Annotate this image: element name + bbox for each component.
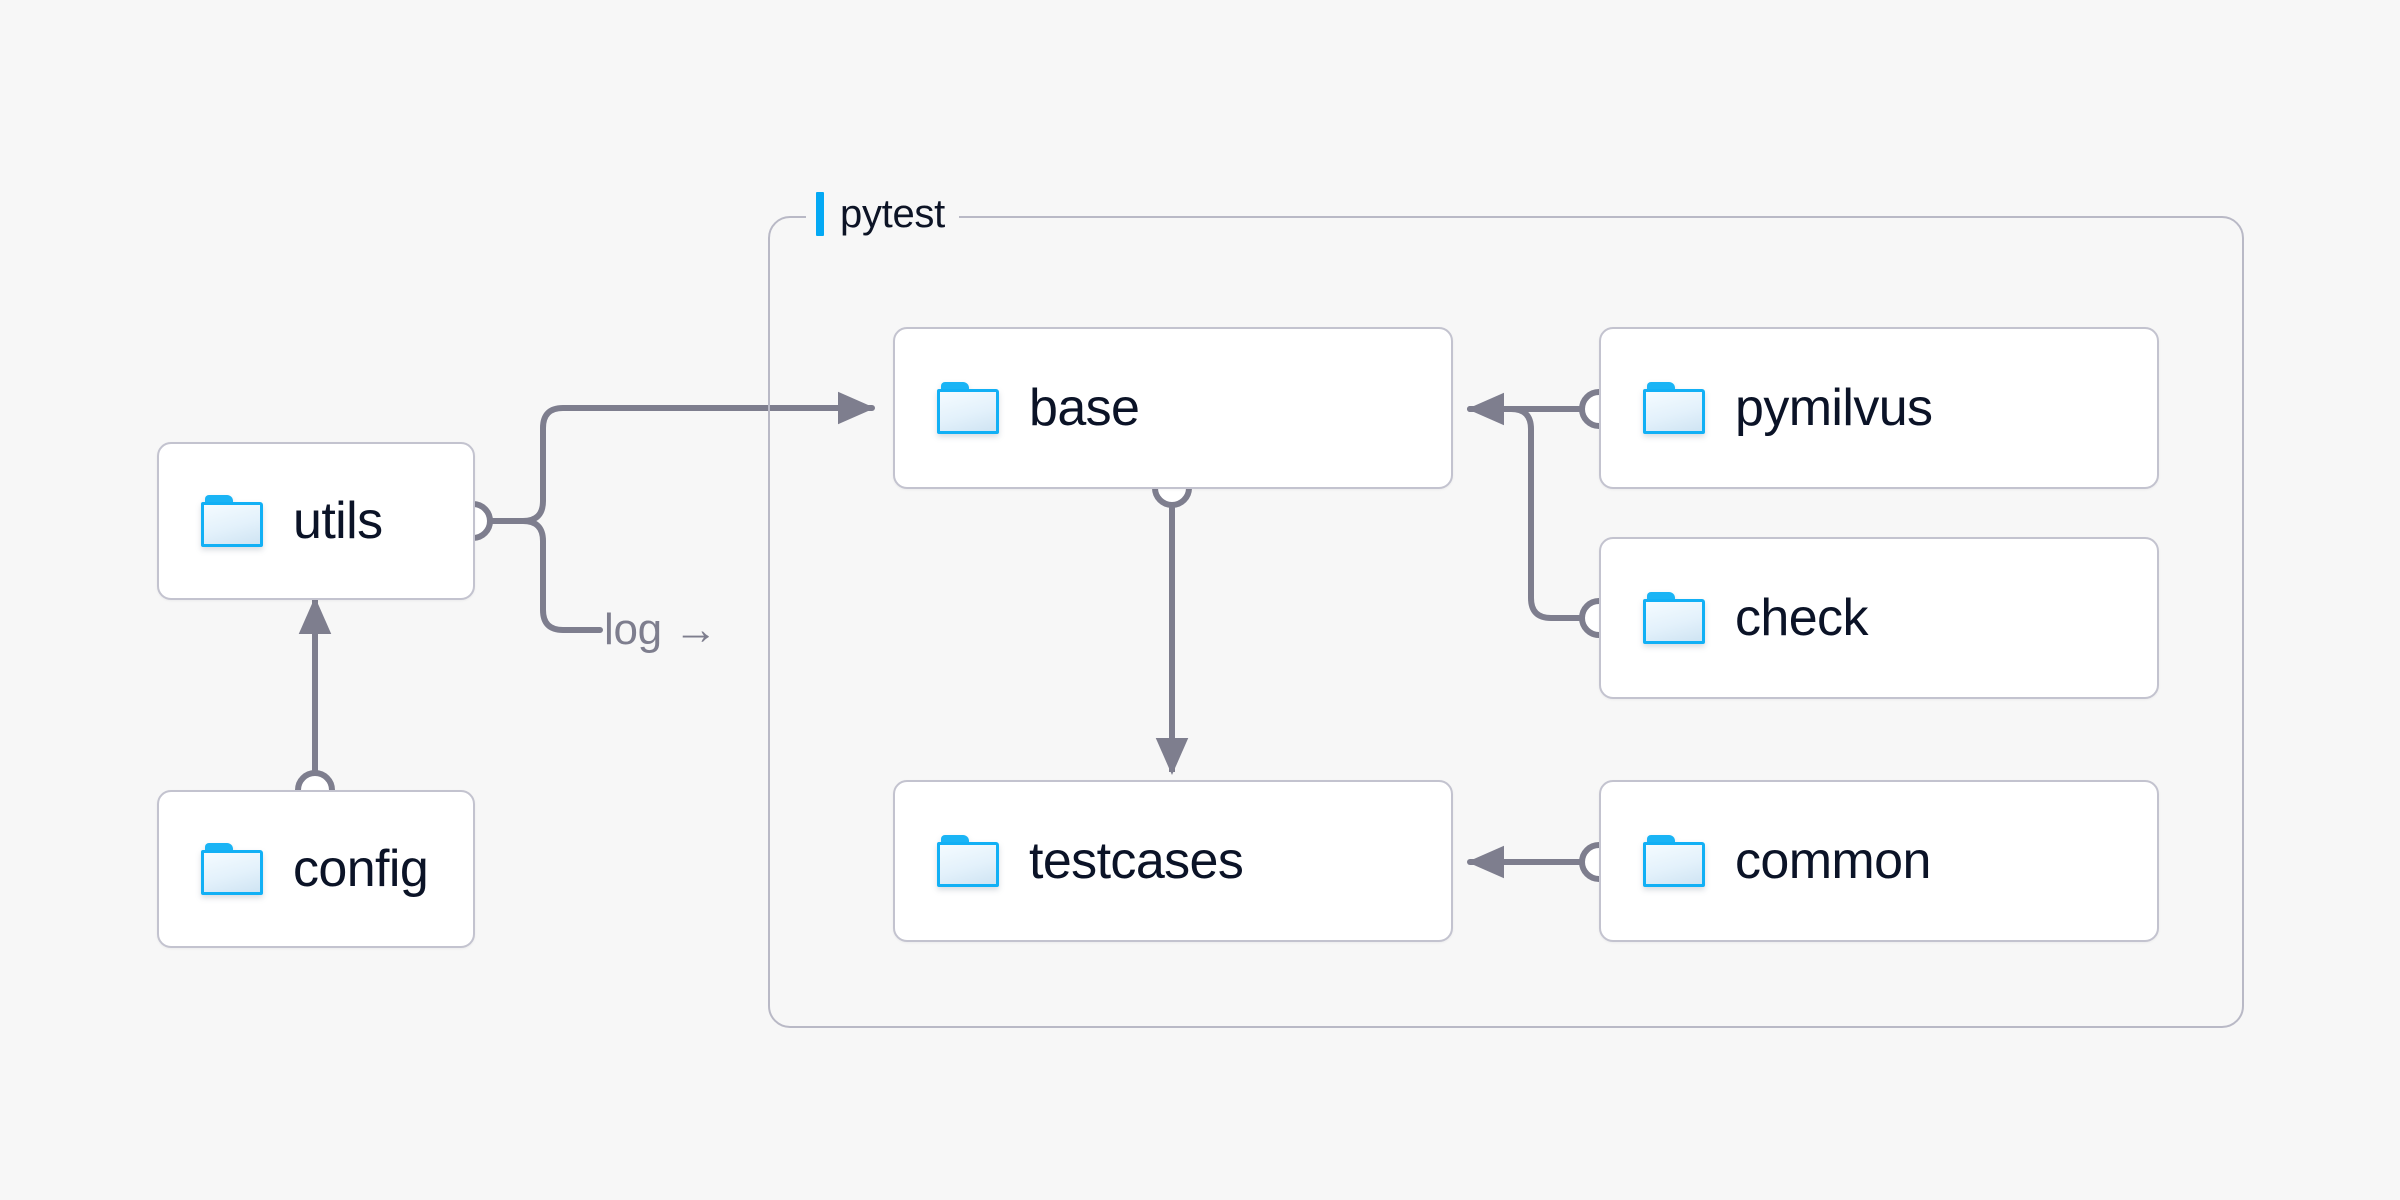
node-base-label: base [1029,379,1140,437]
node-check-label: check [1735,589,1868,647]
node-config[interactable]: config [157,790,475,948]
folder-icon [1643,835,1705,887]
node-testcases[interactable]: testcases [893,780,1453,942]
node-pymilvus-label: pymilvus [1735,379,1933,437]
node-check[interactable]: check [1599,537,2159,699]
node-common[interactable]: common [1599,780,2159,942]
group-pytest[interactable] [768,216,2244,1028]
edge-config-utils [295,597,335,810]
node-base[interactable]: base [893,327,1453,489]
folder-icon [937,835,999,887]
edge-label-log: log → [604,605,718,654]
node-pymilvus[interactable]: pymilvus [1599,327,2159,489]
node-utils-label: utils [293,492,383,550]
group-pytest-label: pytest [806,192,959,236]
folder-icon [937,382,999,434]
node-utils[interactable]: utils [157,442,475,600]
node-config-label: config [293,840,429,898]
folder-icon [201,495,263,547]
folder-icon [1643,382,1705,434]
node-testcases-label: testcases [1029,832,1244,890]
folder-icon [1643,592,1705,644]
edge-utils-log [487,518,603,633]
group-accent-bar [816,192,824,236]
node-common-label: common [1735,832,1931,890]
folder-icon [201,843,263,895]
group-title-text: pytest [840,192,945,236]
